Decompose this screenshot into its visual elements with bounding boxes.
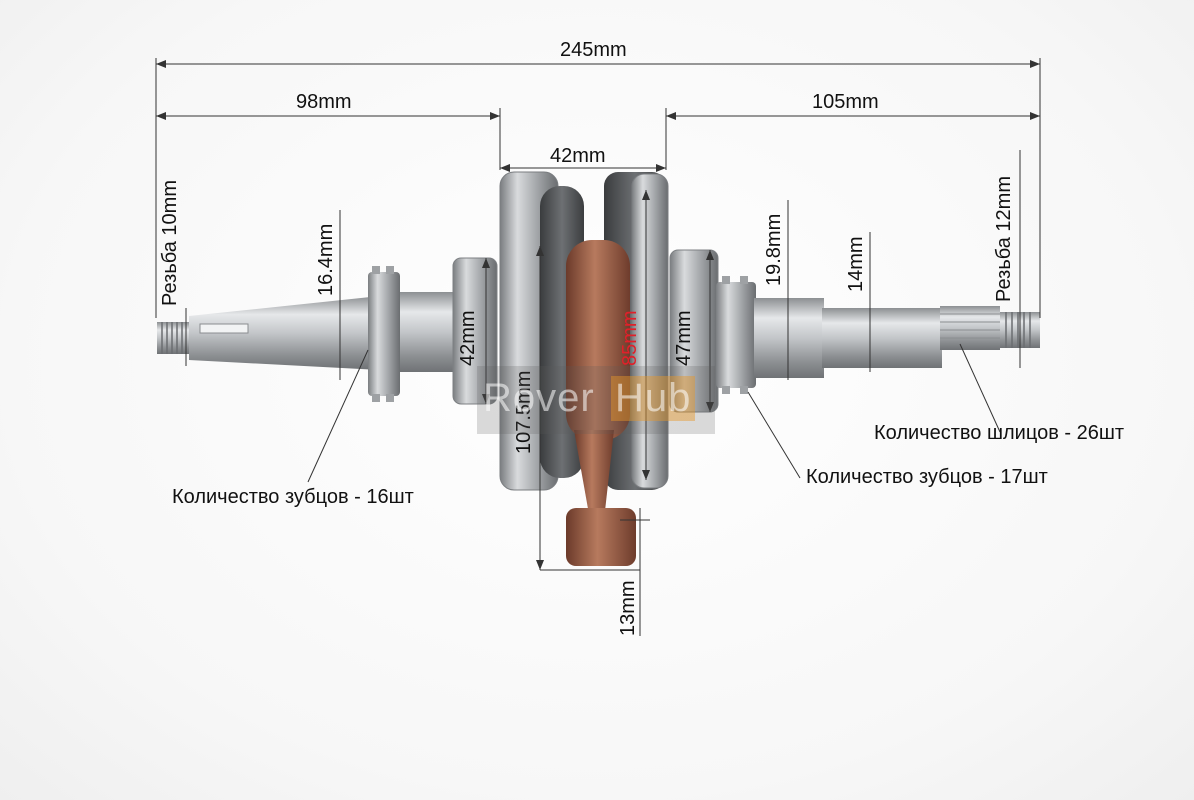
keyway xyxy=(199,323,249,334)
dim-flywheel-label: 85mm xyxy=(619,310,641,366)
left-taper xyxy=(189,296,380,370)
watermark-logo: Rover Hub xyxy=(477,366,715,434)
dimension-lines xyxy=(155,58,1041,636)
left-thread-ridges xyxy=(161,322,183,354)
leader-splines xyxy=(959,343,1001,433)
callout-left-gear-teeth: Количество зубцов - 16шт xyxy=(172,486,414,508)
callout-right-gear-teeth: Количество зубцов - 17шт xyxy=(806,466,1048,488)
dim-right-shaft-diameter-label: 19.8mm xyxy=(763,213,785,286)
dim-left-shaft-label: 98mm xyxy=(296,91,352,113)
dim-right-thread-label: Резьба 12mm xyxy=(993,176,1015,302)
right-gear xyxy=(716,276,756,394)
left-gear xyxy=(368,266,400,402)
dim-right-shaft-label: 105mm xyxy=(812,91,879,113)
dim-left-bearing-label: 42mm xyxy=(457,310,479,366)
dim-right-bearing-label: 47mm xyxy=(673,310,695,366)
callout-spline-count: Количество шлицов - 26шт xyxy=(874,422,1125,444)
dim-right-tip-label: 14mm xyxy=(845,236,867,292)
right-shaft xyxy=(754,298,1040,378)
splines xyxy=(940,306,1000,350)
leader-right-gear xyxy=(747,391,801,479)
dim-left-thread-label: Резьба 10mm xyxy=(159,180,181,306)
connecting-rod xyxy=(566,240,636,566)
dim-total-length-label: 245mm xyxy=(560,39,627,61)
leader-left-gear xyxy=(307,349,369,483)
watermark-text-rover: Rover xyxy=(483,376,595,420)
dim-left-shaft-diameter-label: 16.4mm xyxy=(315,223,337,296)
left-shaft xyxy=(157,292,458,372)
watermark-text-hub: Hub xyxy=(611,376,696,421)
dim-crank-width-label: 42mm xyxy=(550,145,606,167)
arrowheads xyxy=(156,60,1040,570)
dim-small-end-label: 13mm xyxy=(617,580,639,636)
small-end xyxy=(566,508,636,566)
